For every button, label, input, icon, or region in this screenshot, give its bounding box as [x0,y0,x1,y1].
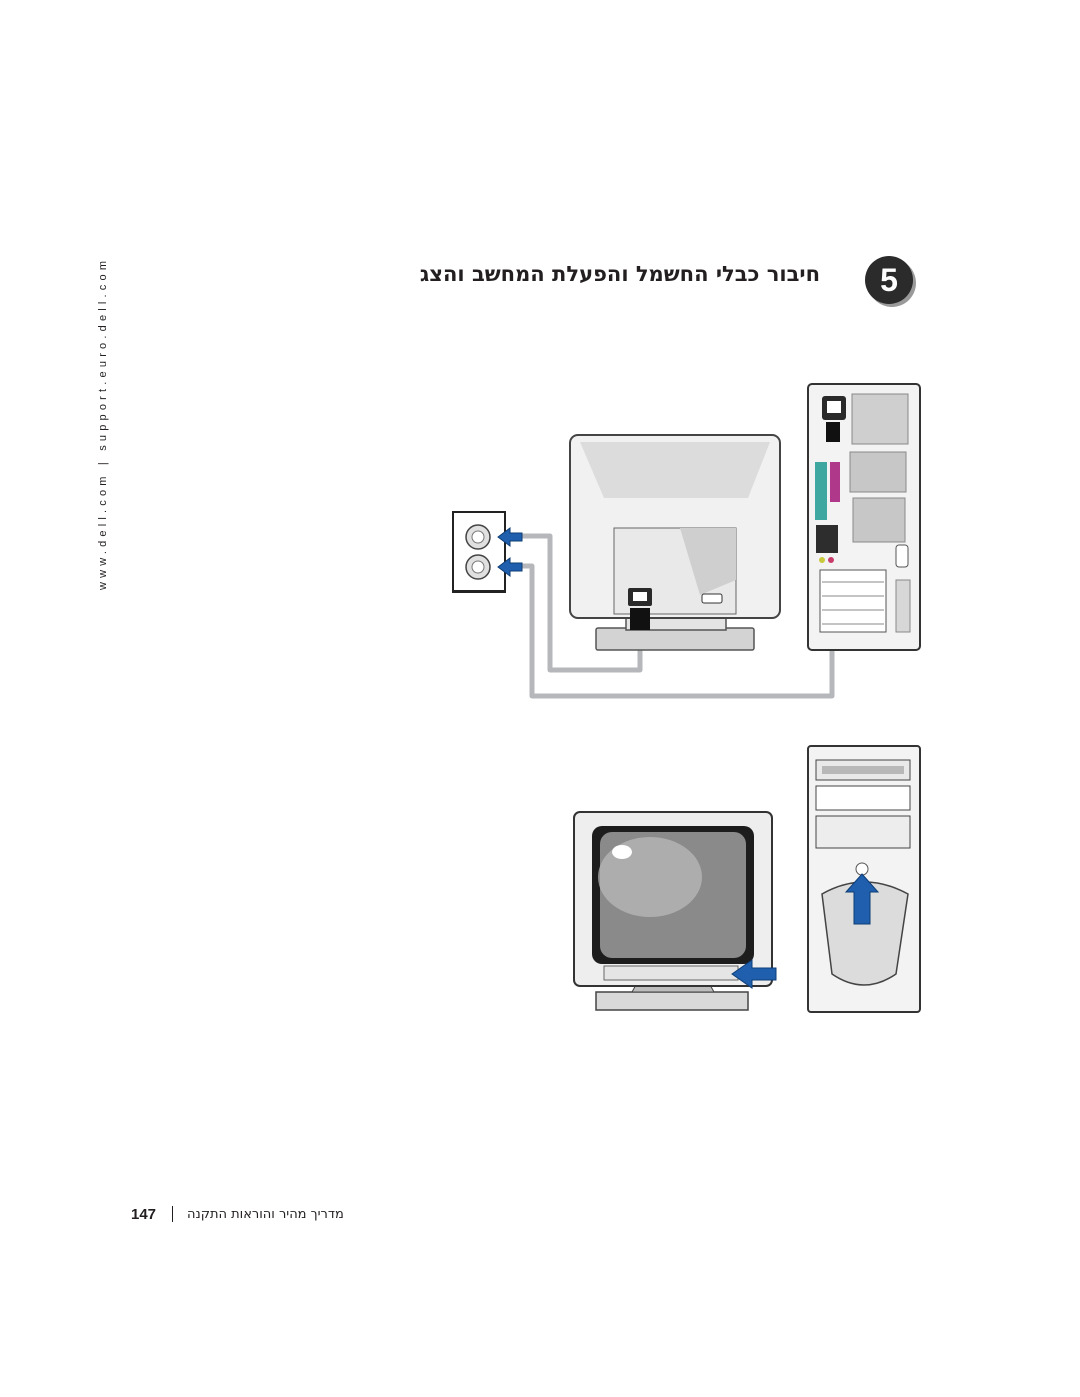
page-footer: 147 מדריך מהיר והוראות התקנה [131,1203,344,1225]
monitor-front-icon [573,811,773,1011]
monitor-rear-icon [569,434,781,651]
front-power-illustration [573,745,921,1013]
footer-divider [172,1206,174,1222]
footer-guide-title: מדריך מהיר והוראות התקנה [187,1206,344,1222]
arrow-icon [497,527,523,577]
power-button-arrow-icon [731,873,880,989]
step-number-badge: 5 [865,256,913,304]
computer-rear-icon [807,383,921,651]
side-url: www.dell.com | support.euro.dell.com [97,256,109,590]
page-number: 147 [131,1205,157,1223]
wall-outlet-icon [452,511,506,593]
step-title: חיבור כבלי החשמל והפעלת המחשב והצג [419,262,820,286]
rear-connection-illustration [452,383,921,699]
